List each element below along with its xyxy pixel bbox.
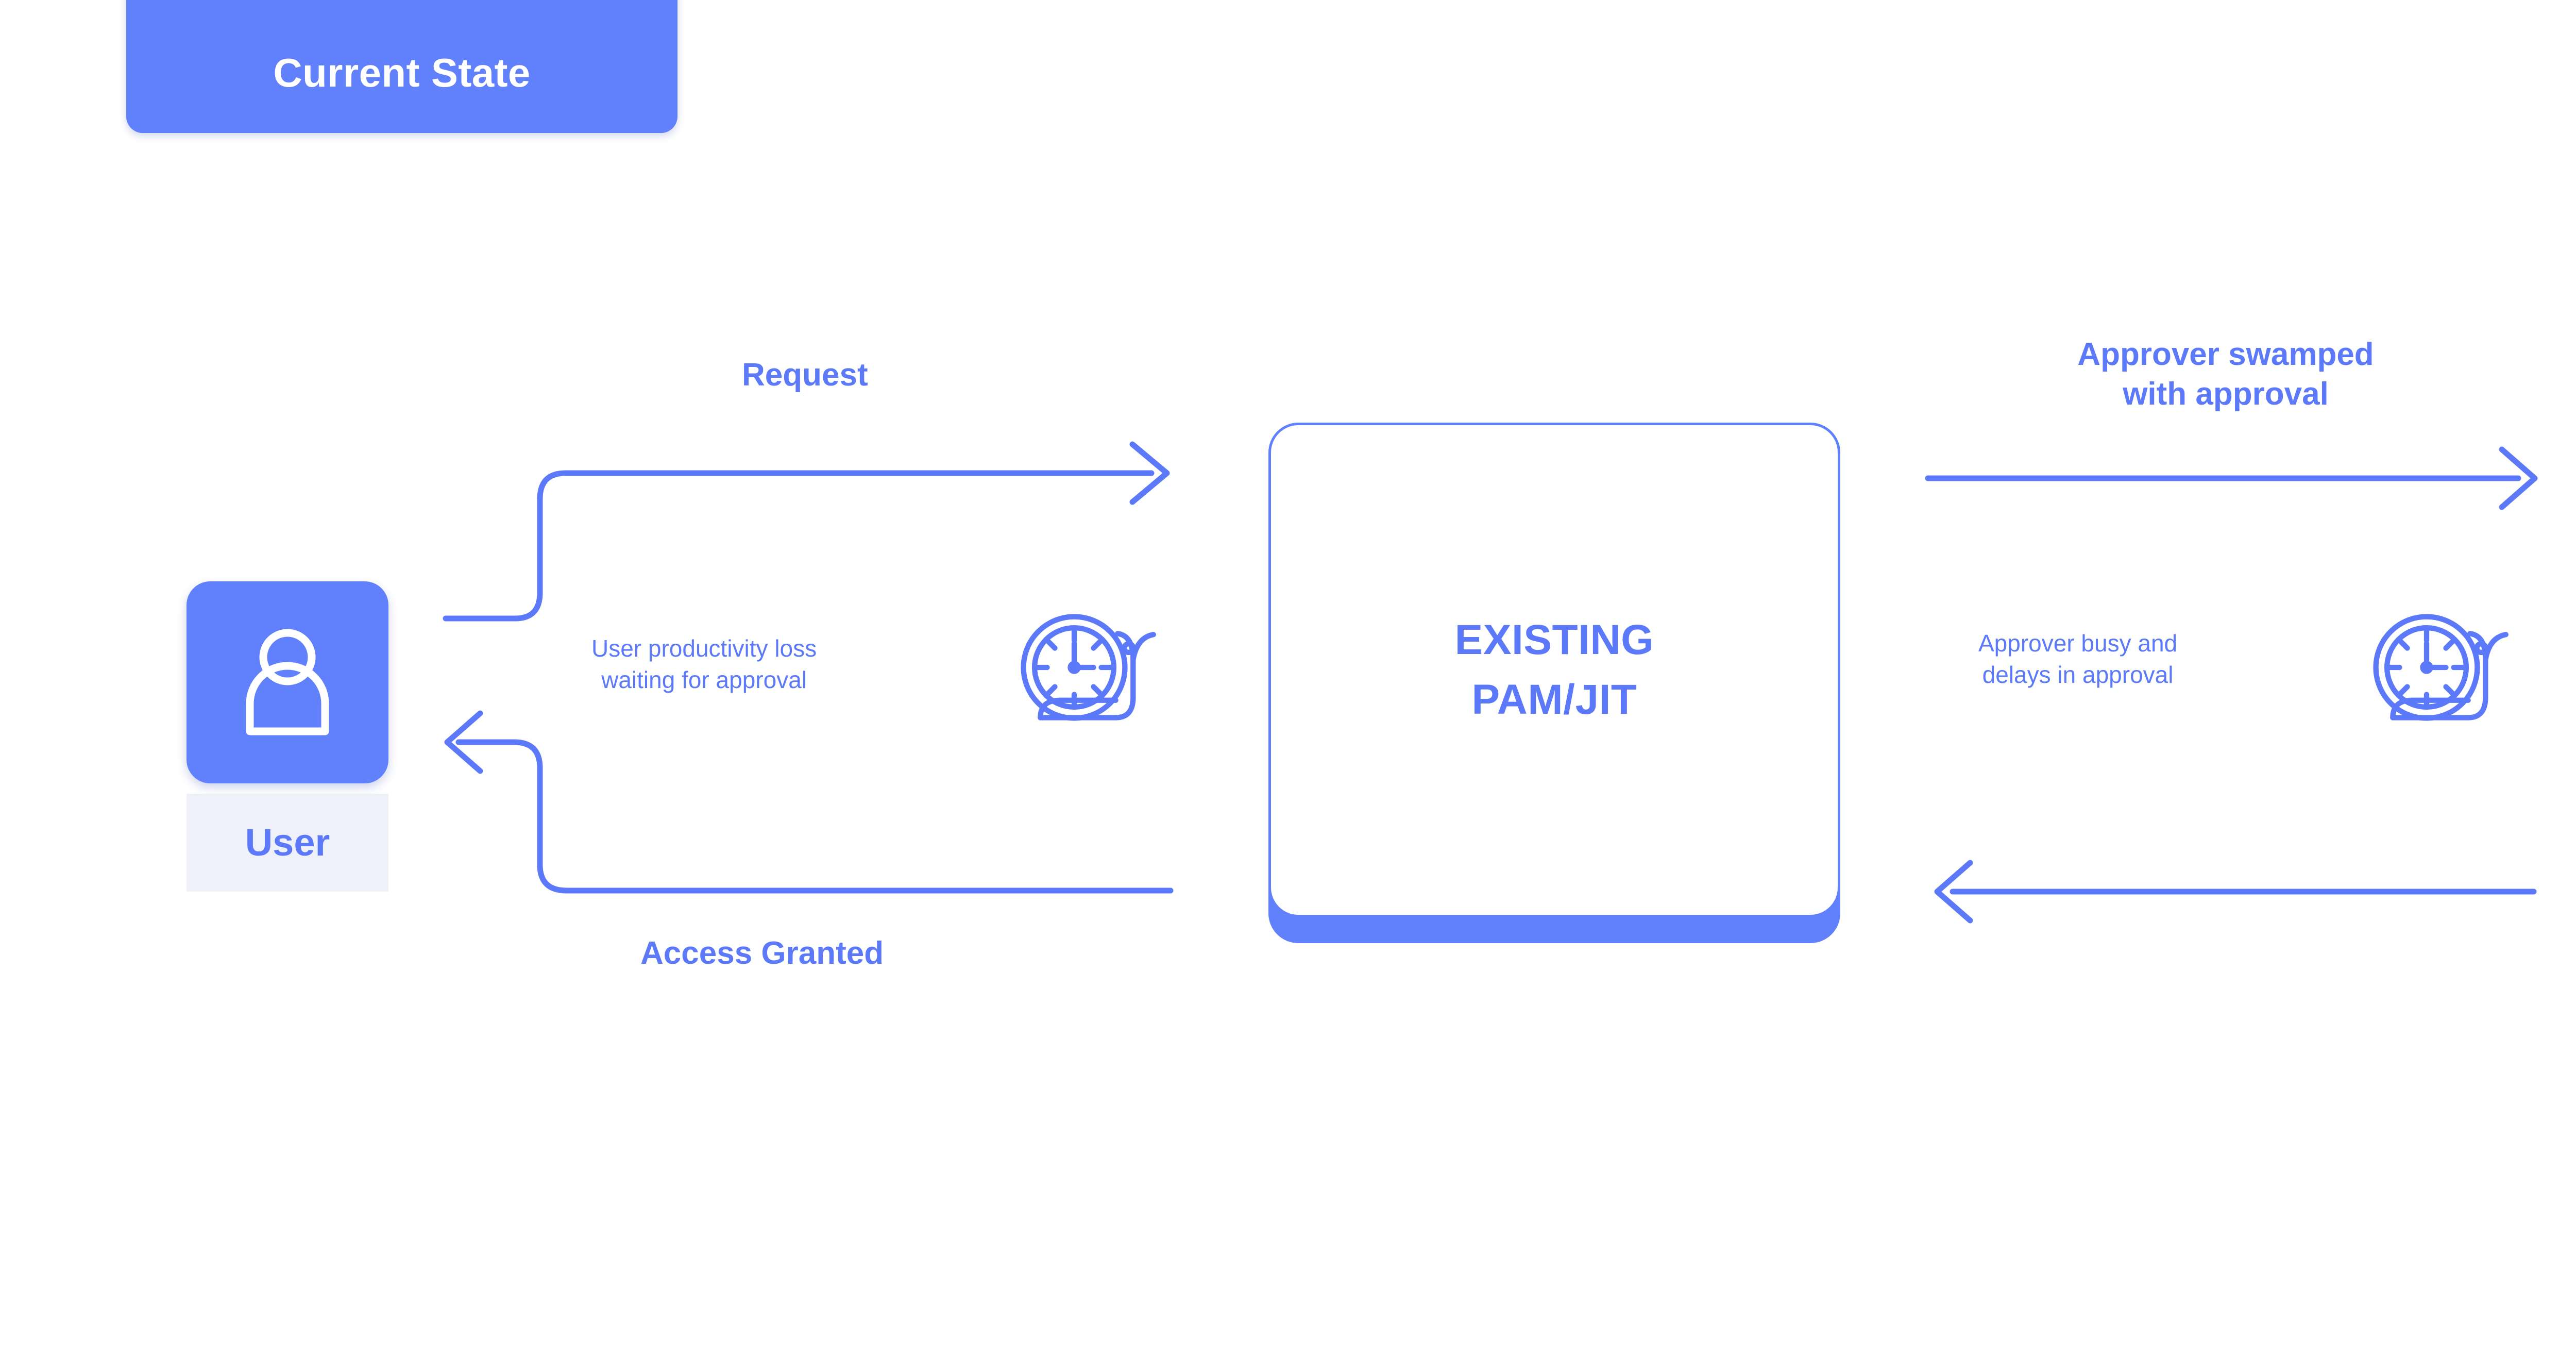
arrow-approver-swamped (1925, 446, 2538, 510)
snail-clock-icon (2365, 606, 2519, 763)
note-approver-delay-line1: Approver busy and (1978, 630, 2178, 657)
pam-jit-card-line1: EXISTING (1454, 616, 1654, 663)
flow-label-approver-swamped-line2: with approval (2123, 376, 2329, 412)
note-user-productivity-line1: User productivity loss (591, 635, 817, 662)
current-state-badge-label: Current State (273, 50, 531, 95)
actor-user-label: User (245, 821, 330, 864)
pam-jit-card: EXISTING PAM/JIT (1268, 423, 1840, 917)
person-icon (236, 628, 339, 736)
note-user-productivity: User productivity loss waiting for appro… (591, 633, 817, 695)
snail-clock-icon (1012, 606, 1167, 763)
note-user-productivity-line2: waiting for approval (601, 666, 807, 693)
current-state-badge: Current State (126, 0, 677, 133)
pam-jit-card-line2: PAM/JIT (1471, 676, 1637, 723)
flow-label-approver-swamped: Approver swamped with approval (2025, 335, 2427, 414)
note-approver-delay: Approver busy and delays in approval (1978, 628, 2177, 690)
flow-label-approver-swamped-line1: Approver swamped (2077, 337, 2374, 372)
actor-user-label-chip: User (187, 794, 388, 892)
arrow-request (443, 441, 1170, 622)
actor-user-tile (187, 581, 388, 783)
note-approver-delay-line2: delays in approval (1982, 661, 2174, 688)
arrow-approver-return (1934, 860, 2537, 924)
flow-label-request: Request (742, 357, 868, 393)
flow-label-access-granted: Access Granted (640, 935, 884, 971)
